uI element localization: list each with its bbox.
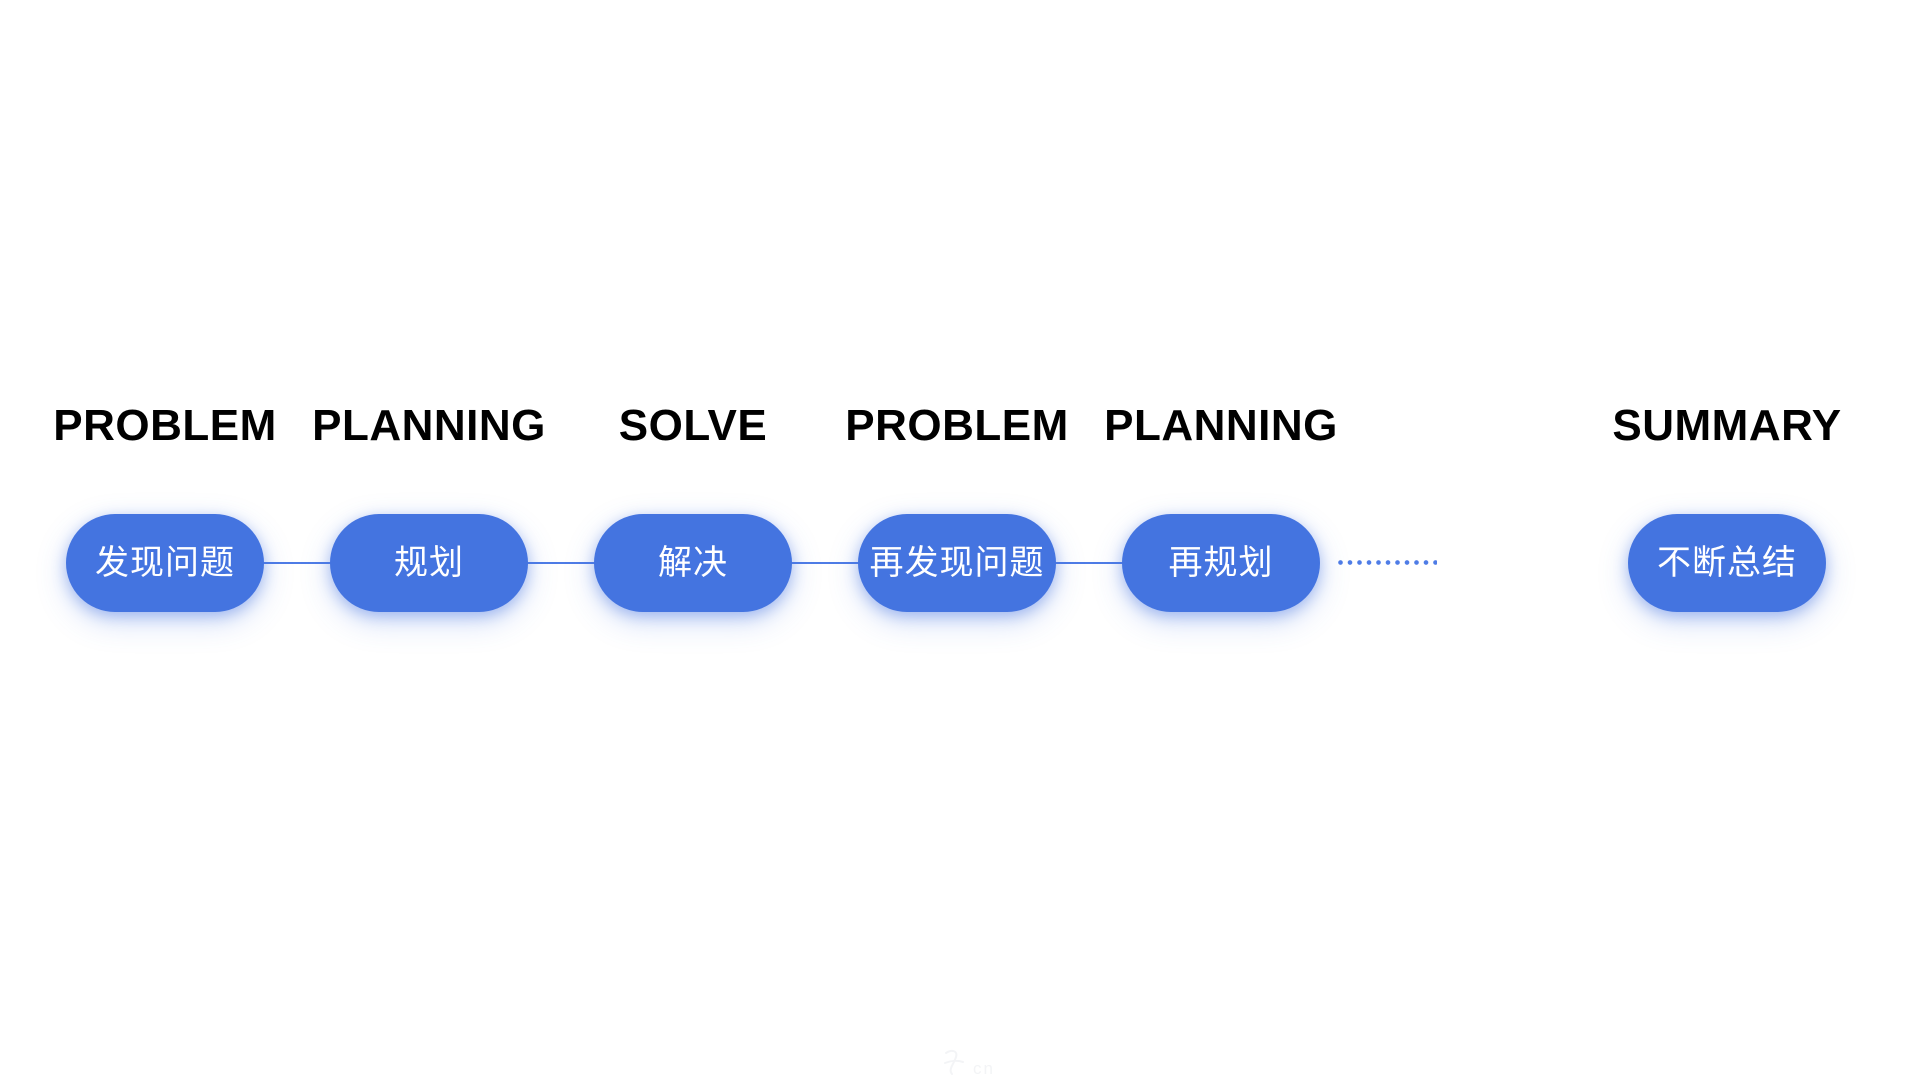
step-label: PLANNING (1104, 401, 1338, 450)
flow-node: 发现问题 (66, 514, 264, 612)
watermark-text: cn (973, 1059, 995, 1078)
flow-node: 再发现问题 (858, 514, 1056, 612)
flow-node: 规划 (330, 514, 528, 612)
watermark-logo-icon (944, 1049, 964, 1075)
connector-line (524, 562, 598, 564)
step-label: SUMMARY (1612, 401, 1842, 450)
connector-dotted-line (1337, 559, 1437, 566)
flow-node-text: 发现问题 (95, 544, 235, 582)
flow-node-text: 解决 (658, 544, 728, 582)
step-label: PROBLEM (845, 401, 1069, 450)
connector-line (260, 562, 334, 564)
watermark: cn (942, 1047, 995, 1077)
flow-node-text: 规划 (394, 544, 464, 582)
flow-node-text: 再规划 (1168, 544, 1274, 582)
flow-node-text: 再发现问题 (869, 544, 1045, 582)
connector-line (1052, 562, 1126, 564)
connector-line (788, 562, 862, 564)
flow-node: 不断总结 (1628, 514, 1826, 612)
flow-node: 再规划 (1122, 514, 1320, 612)
flow-node: 解决 (594, 514, 792, 612)
flow-node-text: 不断总结 (1657, 544, 1797, 582)
step-label: PLANNING (312, 401, 546, 450)
step-label: SOLVE (618, 401, 768, 450)
step-label: PROBLEM (53, 401, 277, 450)
